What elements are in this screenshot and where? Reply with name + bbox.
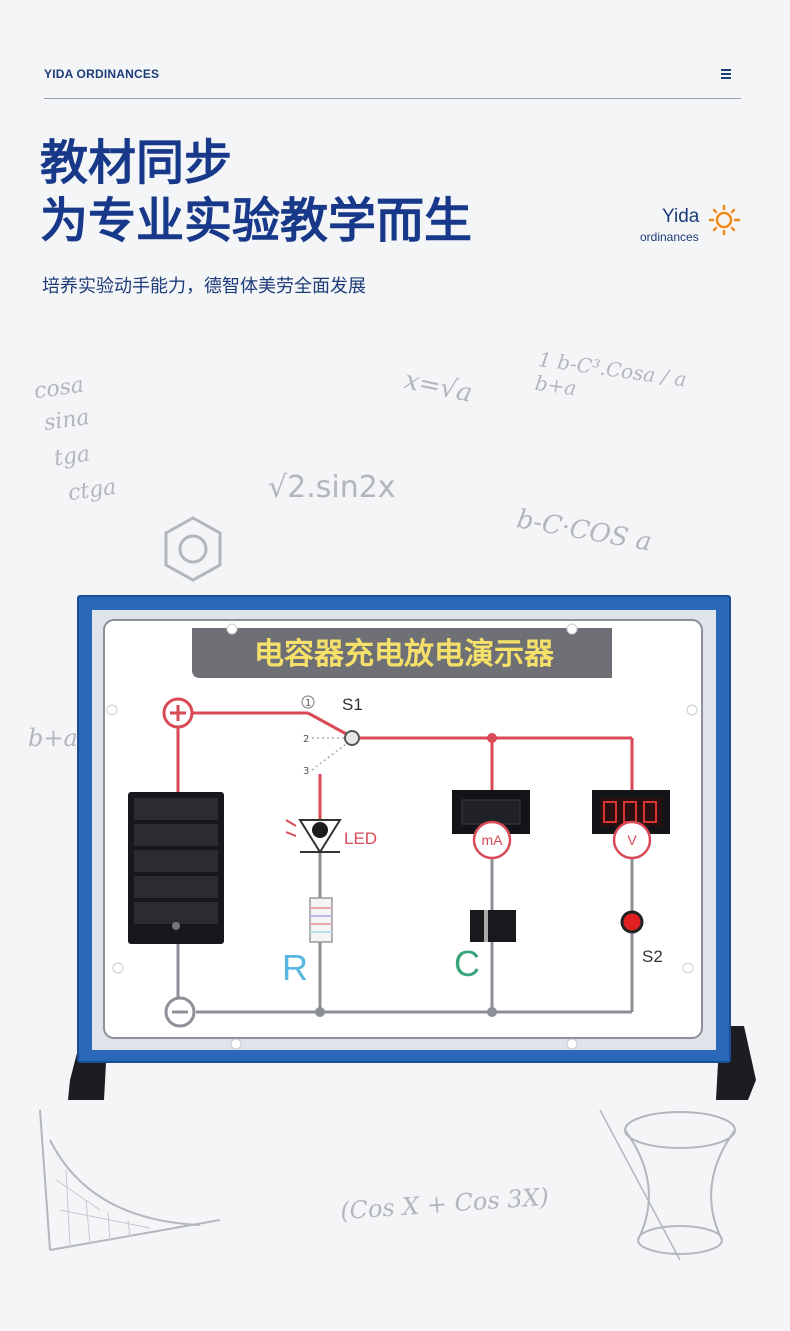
formula-sin2x: √2.sin2x xyxy=(268,470,396,505)
resistor-label: R xyxy=(282,947,308,988)
switch-pos-2: 2 xyxy=(303,734,309,745)
sun-icon xyxy=(708,204,741,236)
yida-logo: Yida ordinances xyxy=(638,204,748,244)
capacitor xyxy=(470,910,516,942)
logo-sub: ordinances xyxy=(640,230,699,244)
resistor xyxy=(309,897,333,943)
hero-subtitle: 培养实验动手能力，德智体美劳全面发展 xyxy=(42,276,366,297)
demo-board: 电容器充电放电演示器 xyxy=(68,595,756,1100)
board-title: 电容器充电放电演示器 xyxy=(254,637,555,672)
led-label: LED xyxy=(344,829,377,848)
product-stage: cosa sina tga ctga x=√a 1 b-C³.Cosa / a … xyxy=(0,320,790,1331)
decor-graph xyxy=(39,1109,221,1251)
junction-top xyxy=(487,733,497,743)
decor-hexagon xyxy=(164,516,222,582)
hero-title-line1: 教材同步 xyxy=(40,135,233,191)
ma-label: mA xyxy=(482,832,504,848)
switch-s1[interactable] xyxy=(344,730,360,746)
hamburger-icon[interactable] xyxy=(718,67,734,81)
junction-c xyxy=(487,1007,497,1017)
decor-hyperboloid xyxy=(599,1109,736,1261)
hero-title-line2: 为专业实验教学而生 xyxy=(40,193,473,249)
board-title-plate xyxy=(192,628,612,678)
formula-cos-sum: (Cos X + Cos 3X) xyxy=(339,1182,550,1226)
header-divider xyxy=(44,98,741,99)
led-bulb xyxy=(312,822,328,838)
v-label: V xyxy=(627,832,637,848)
switch-pos-1: 1 xyxy=(305,698,311,709)
board-panel xyxy=(103,619,703,1039)
switch-pos-3: 3 xyxy=(303,766,309,777)
negative-wires xyxy=(176,848,634,1014)
formula-b-plus-a: b+a xyxy=(28,724,78,752)
logo-name: Yida xyxy=(662,206,700,227)
capacitor-label: C xyxy=(454,943,480,984)
brand-name[interactable]: YIDA ORDINANCES xyxy=(44,67,160,81)
v-meter xyxy=(612,820,652,860)
battery-holder xyxy=(128,792,224,944)
ma-meter xyxy=(472,820,512,860)
junction-r xyxy=(315,1007,325,1017)
switch-s2-button[interactable] xyxy=(620,910,644,934)
switch-s2-label: S2 xyxy=(642,947,663,966)
header: YIDA ORDINANCES xyxy=(0,0,790,100)
switch-s1-label: S1 xyxy=(342,695,363,714)
